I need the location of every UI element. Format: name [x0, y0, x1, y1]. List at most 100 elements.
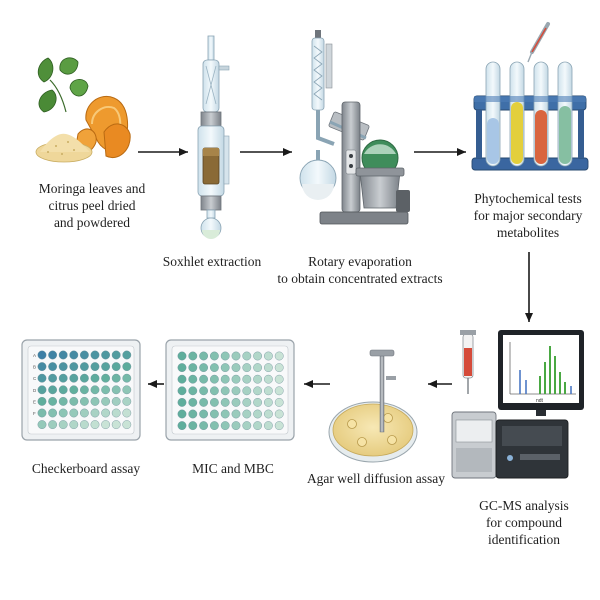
syringe — [460, 330, 476, 394]
citrus-peel-icon — [75, 96, 131, 158]
plate-well — [58, 408, 68, 418]
plate-well — [177, 409, 187, 419]
plate-well — [220, 386, 230, 396]
leaf-icon — [37, 57, 89, 113]
plate-well — [188, 351, 198, 361]
plate-well — [220, 409, 230, 419]
plate-well — [69, 350, 79, 360]
plate-well — [209, 386, 219, 396]
plate-well — [101, 408, 111, 418]
plate-well — [111, 350, 121, 360]
plate-well — [101, 362, 111, 371]
plate-well — [242, 397, 252, 407]
plate-well — [209, 409, 219, 419]
plate-well — [37, 396, 47, 406]
plate-well — [263, 397, 273, 407]
plate-well — [58, 420, 68, 429]
plate-well — [263, 421, 273, 430]
plate-well — [111, 396, 121, 406]
plate-well — [37, 362, 47, 371]
plate-well — [122, 408, 132, 418]
petri-dish-icon — [328, 349, 418, 463]
plate-well — [37, 350, 47, 360]
plate-well — [69, 420, 79, 429]
plate-well — [90, 373, 100, 383]
plate-well — [90, 420, 100, 429]
plate-well — [263, 363, 273, 372]
step-label-agar-well-diffusion: Agar well diffusion assay — [306, 471, 446, 486]
plate-well — [242, 421, 252, 430]
plate-well — [48, 396, 57, 406]
plate-well — [231, 374, 241, 384]
plate-row-letter: C — [33, 376, 37, 381]
plate-well — [263, 386, 273, 396]
step-label-gc-ms: GC-MS analysis for compound identificati… — [479, 498, 569, 547]
plate-well — [199, 351, 209, 361]
plate-well — [209, 363, 219, 372]
plate-well — [274, 397, 284, 407]
plate-well — [58, 373, 68, 383]
plate-well — [177, 397, 187, 407]
moringa-citrus-illustration — [35, 57, 131, 163]
plate-well — [220, 374, 230, 384]
plate-well — [188, 386, 198, 396]
plate-well — [274, 351, 284, 361]
plate-well — [274, 374, 284, 384]
plate-well — [80, 408, 89, 418]
plate-well — [58, 350, 68, 360]
plate-well — [122, 373, 132, 383]
plate-well — [111, 385, 121, 395]
plate-well — [37, 385, 47, 395]
plate-well — [199, 409, 209, 419]
plate-well — [231, 351, 241, 361]
plate-well — [253, 351, 263, 361]
plate-well — [37, 408, 47, 418]
plate-well — [253, 421, 263, 430]
plate-well — [48, 408, 57, 418]
plate-well — [177, 363, 187, 372]
plate-row-letter: A — [33, 353, 36, 358]
plate-well — [220, 351, 230, 361]
plate-well — [69, 362, 79, 371]
plate-well — [58, 385, 68, 395]
plate-well — [48, 373, 57, 383]
plate-well — [242, 363, 252, 372]
powder-pile — [35, 133, 93, 163]
plate-well — [111, 373, 121, 383]
plate-well — [69, 408, 79, 418]
plate-well — [111, 362, 121, 371]
plate-row-letter: B — [33, 365, 36, 370]
plate-well — [80, 420, 89, 429]
cork-borer — [369, 349, 396, 433]
plate-well — [188, 374, 198, 384]
plate-well — [209, 374, 219, 384]
plate-well — [242, 386, 252, 396]
step-label-rotary-evaporation: Rotary evaporation to obtain concentrate… — [277, 254, 443, 286]
plate-well — [48, 420, 57, 429]
plate-well — [80, 385, 89, 395]
plate-row-letter: F — [33, 411, 36, 416]
pipette — [527, 22, 550, 63]
plate-well — [199, 363, 209, 372]
plate-well — [253, 386, 263, 396]
test-tube — [509, 61, 525, 167]
plate-well — [253, 363, 263, 372]
gc-ms-instrument-icon: ndt — [451, 330, 584, 479]
plate-well — [58, 396, 68, 406]
plate-well — [90, 408, 100, 418]
plate-well — [90, 385, 100, 395]
plate-well — [122, 350, 132, 360]
plate-well — [122, 362, 132, 371]
plate-well — [122, 385, 132, 395]
plate-well — [209, 421, 219, 430]
plate-well — [220, 397, 230, 407]
plate-well — [90, 350, 100, 360]
plate-well — [101, 373, 111, 383]
plate-well — [209, 351, 219, 361]
plate-well — [90, 396, 100, 406]
plate-well — [177, 374, 187, 384]
rotary-evaporator-icon — [299, 30, 410, 225]
plate-row-letter: E — [33, 399, 36, 404]
